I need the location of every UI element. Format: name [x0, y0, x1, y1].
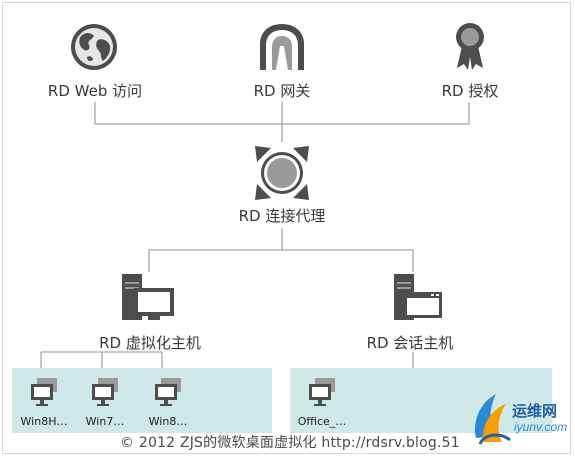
- vm-item[interactable]: Office_…: [292, 378, 352, 428]
- node-rd-session-host: RD 会话主机: [345, 332, 475, 353]
- award-ribbon-icon: [454, 22, 486, 77]
- node-rd-gateway: RD 网关: [232, 80, 332, 101]
- vm-monitor-icon: [309, 378, 335, 406]
- broker-to-hosts-connector: [148, 228, 414, 272]
- node-label: RD 连接代理: [238, 207, 326, 225]
- virtualization-host-icon: [120, 274, 176, 327]
- session-host-icon: [392, 274, 444, 327]
- node-label: RD Web 访问: [47, 82, 143, 100]
- vm-item[interactable]: Win7…: [75, 378, 135, 428]
- site-watermark: 运维网 iyunv.com: [470, 380, 572, 454]
- node-rd-web-access: RD Web 访问: [45, 80, 145, 101]
- vm-label: Win8…: [148, 415, 188, 428]
- vm-monitor-icon: [31, 378, 57, 406]
- vm-label: Office_…: [297, 415, 347, 428]
- node-label: RD 虚拟化主机: [99, 334, 201, 352]
- connection-broker-icon: [255, 146, 309, 205]
- diagram-frame: [2, 2, 571, 454]
- watermark-title: 运维网: [512, 403, 558, 420]
- node-rd-connection-broker: RD 连接代理: [222, 205, 342, 226]
- vm-label: Win7…: [85, 415, 125, 428]
- vm-item[interactable]: Win8H…: [14, 378, 74, 428]
- vm-monitor-icon: [155, 378, 181, 406]
- node-label: RD 会话主机: [366, 334, 454, 352]
- globe-icon: [69, 22, 119, 77]
- node-label: RD 授权: [441, 82, 499, 100]
- node-rd-licensing: RD 授权: [420, 80, 520, 101]
- node-rd-virtualization-host: RD 虚拟化主机: [80, 332, 220, 353]
- watermark-logo-icon: [474, 394, 511, 445]
- vm-monitor-icon: [92, 378, 118, 406]
- gateway-icon: [258, 22, 306, 77]
- watermark-url: iyunv.com: [514, 420, 568, 434]
- vm-item[interactable]: Win8…: [138, 378, 198, 428]
- copyright-caption: © 2012 ZJS的微软桌面虚拟化 http://rdsrv.blog.51: [120, 435, 460, 451]
- virt-to-vms-connector: [40, 351, 163, 370]
- node-label: RD 网关: [253, 82, 311, 100]
- vm-label: Win8H…: [20, 415, 68, 428]
